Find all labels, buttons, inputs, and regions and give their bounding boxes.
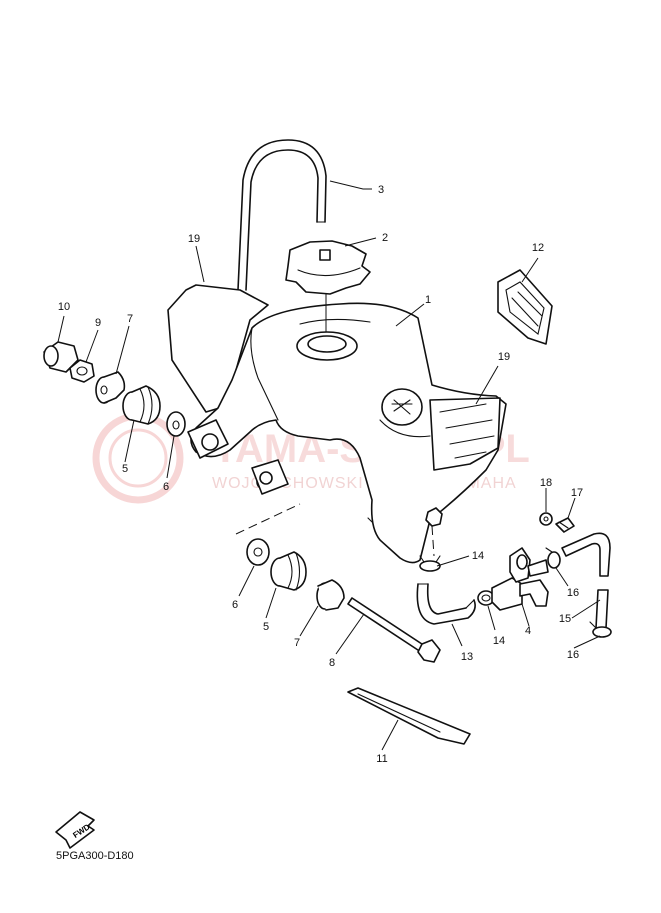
tank-outlet: [425, 507, 443, 557]
small-nut: [539, 512, 553, 526]
hose-clip-16-lower: [589, 621, 612, 638]
damper-lower: [270, 551, 307, 591]
watermark-logo-inner: [108, 428, 168, 488]
callout-10: 10: [58, 301, 70, 313]
callout-7-lower: 7: [294, 637, 300, 649]
callout-1: 1: [425, 294, 431, 306]
fwd-arrow-icon: FWD: [55, 811, 95, 849]
breather-hose: [237, 139, 327, 291]
callout-18: 18: [540, 477, 552, 489]
damper-upper: [122, 385, 161, 425]
callout-8: 8: [329, 657, 335, 669]
nut: [69, 359, 95, 383]
callout-16-upper: 16: [567, 587, 579, 599]
fuel-cap: [285, 240, 371, 295]
diagram-code: 5PGA300-D180: [56, 850, 134, 862]
mount-axis-line: [235, 503, 301, 535]
callout-2: 2: [382, 232, 388, 244]
callout-17: 17: [571, 487, 583, 499]
warning-label: [497, 269, 553, 345]
hose-clip-16-upper: [545, 547, 561, 569]
callout-4: 4: [525, 625, 531, 637]
fuel-cock: [491, 547, 549, 611]
washer-upper: [166, 411, 186, 437]
callout-15: 15: [559, 613, 571, 625]
callout-19-right: 19: [498, 351, 510, 363]
fuel-tank: [187, 302, 507, 564]
callout-7-upper: 7: [127, 313, 133, 325]
rubber-strip: [347, 687, 471, 745]
callout-14-upper: 14: [472, 550, 484, 562]
leader-lines: [57, 180, 601, 751]
callout-5-lower: 5: [263, 621, 269, 633]
callout-16-lower: 16: [567, 649, 579, 661]
collar-upper: [95, 371, 126, 404]
bolt: [347, 597, 441, 663]
callout-6-lower: 6: [232, 599, 238, 611]
screw: [555, 517, 575, 533]
collar-lower: [316, 579, 345, 611]
callout-6-upper: 6: [163, 481, 169, 493]
callout-9: 9: [95, 317, 101, 329]
callout-14-lower: 14: [493, 635, 505, 647]
hose-clip-upper: [419, 555, 441, 572]
callout-5-upper: 5: [122, 463, 128, 475]
callout-12: 12: [532, 242, 544, 254]
callout-19-left: 19: [188, 233, 200, 245]
callout-13: 13: [461, 651, 473, 663]
callout-3: 3: [378, 184, 384, 196]
callout-11: 11: [376, 753, 387, 765]
washer-lower: [246, 538, 270, 566]
fuel-hose: [416, 583, 476, 625]
callouts: 1 2 3 19 12 19 10 9 7 5 6 6 5 7 8 11 14 …: [58, 184, 583, 765]
